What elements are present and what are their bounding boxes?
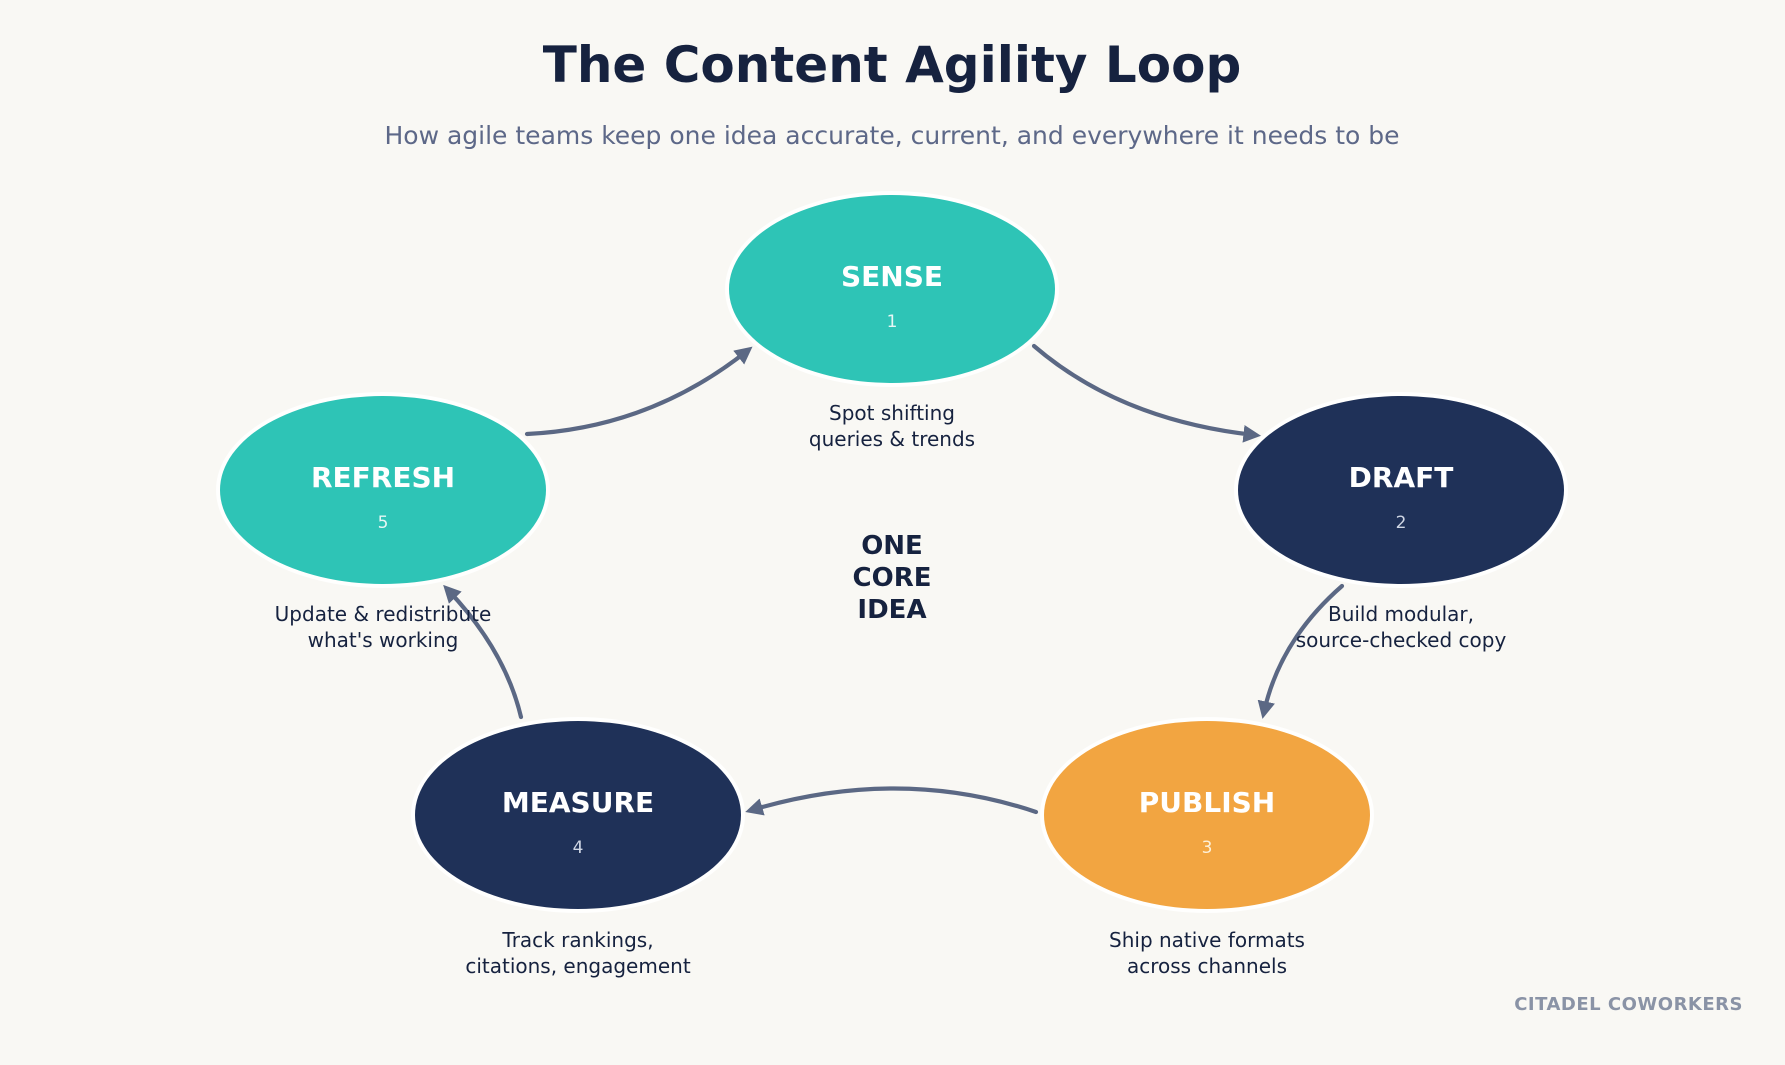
stage-measure-node bbox=[415, 721, 741, 909]
stage-publish-description: across channels bbox=[1127, 954, 1287, 978]
stage-refresh-description: Update & redistribute bbox=[275, 602, 492, 626]
arrow-draft-to-publish bbox=[1257, 583, 1345, 719]
stage-sense-number: 1 bbox=[887, 312, 898, 332]
loop-arrows bbox=[443, 343, 1345, 816]
arrow-sense-to-draft bbox=[1031, 343, 1262, 443]
stage-measure-description: citations, engagement bbox=[465, 954, 690, 978]
stage-measure-number: 4 bbox=[573, 838, 584, 858]
stage-sense-node bbox=[729, 195, 1055, 383]
arrow-publish-to-measure bbox=[745, 786, 1039, 816]
stage-sense-label: SENSE bbox=[841, 260, 943, 293]
stage-measure-description: Track rankings, bbox=[501, 928, 653, 952]
stage-refresh-number: 5 bbox=[378, 513, 389, 533]
arrow-refresh-to-sense bbox=[524, 346, 753, 437]
stage-publish-number: 3 bbox=[1202, 838, 1213, 858]
stage-refresh-node bbox=[220, 396, 546, 584]
stage-publish-description: Ship native formats bbox=[1109, 928, 1305, 952]
arrow-measure-to-refresh bbox=[443, 584, 524, 720]
stage-draft-number: 2 bbox=[1396, 513, 1407, 533]
stage-draft-node bbox=[1238, 396, 1564, 584]
core-idea-text: IDEA bbox=[857, 595, 926, 625]
stage-measure-label: MEASURE bbox=[502, 786, 654, 819]
page-subtitle: How agile teams keep one idea accurate, … bbox=[384, 121, 1399, 150]
core-idea-text: ONE bbox=[861, 531, 923, 561]
stage-draft-description: Build modular, bbox=[1328, 602, 1474, 626]
core-idea-text: CORE bbox=[853, 563, 932, 593]
stage-refresh-description: what's working bbox=[308, 628, 459, 652]
stage-publish-label: PUBLISH bbox=[1139, 786, 1275, 819]
brand-label: CITADEL COWORKERS bbox=[1514, 994, 1743, 1015]
page-title: The Content Agility Loop bbox=[543, 36, 1242, 94]
stage-sense-description: Spot shifting bbox=[829, 401, 955, 425]
stage-sense-description: queries & trends bbox=[809, 427, 975, 451]
stage-draft-label: DRAFT bbox=[1349, 461, 1454, 494]
stage-publish-node bbox=[1044, 721, 1370, 909]
stage-refresh-label: REFRESH bbox=[311, 461, 455, 494]
stage-draft-description: source-checked copy bbox=[1296, 628, 1507, 652]
